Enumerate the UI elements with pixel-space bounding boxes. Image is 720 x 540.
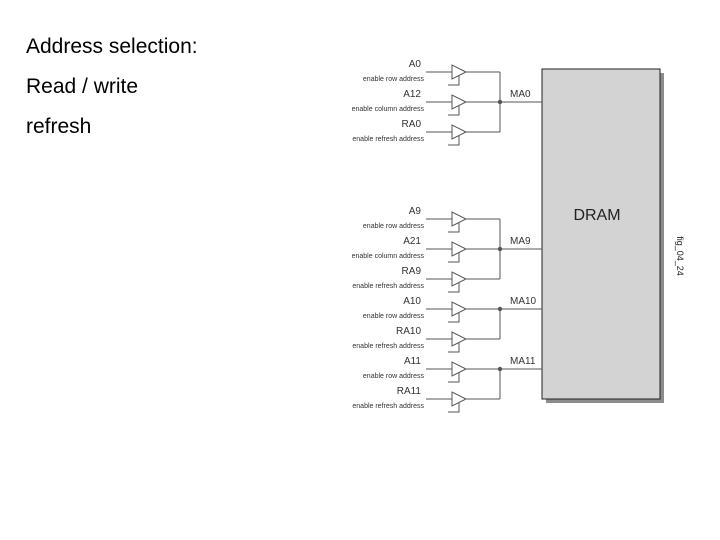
mux-input-a0: A0 enable row address [363,59,500,86]
tristate-buffer-icon [451,271,468,287]
enable-label: enable refresh address [352,283,424,290]
mux-input-ra9: RA9 enable refresh address [352,266,500,293]
signal-label: RA0 [402,119,422,130]
junction-dot [497,306,503,312]
tristate-buffer-icon [451,241,468,257]
mux-input-a11: A11 enable row address [363,356,500,383]
signal-label: RA11 [397,386,422,397]
output-label-ma11: MA11 [510,356,536,367]
mux-input-a10: A10 enable row address [363,296,500,323]
enable-wire [448,313,460,323]
mux-input-ra0: RA0 enable refresh address [352,119,500,146]
mux-input-a12: A12 enable column address [352,89,500,116]
enable-wire [448,106,460,116]
bullet-address-selection: Address selection: [26,35,198,58]
bullet-list: Address selection: Read / write refresh [26,34,198,154]
enable-label: enable refresh address [352,136,424,143]
signal-label: A0 [409,59,422,70]
tristate-buffer-icon [451,301,468,317]
tristate-buffer-icon [451,361,468,377]
enable-label: enable refresh address [352,403,424,410]
mux-input-ra10: RA10 enable refresh address [352,326,500,353]
enable-wire [448,373,460,383]
junction-dot [497,99,503,105]
signal-label: RA9 [402,266,422,277]
enable-wire [448,283,460,293]
enable-wire [448,253,460,263]
enable-wire [448,343,460,353]
dram-chip-body [541,68,661,400]
tristate-buffer-icon [451,64,468,80]
signal-label: A12 [403,89,421,100]
dram-label: DRAM [573,207,620,224]
bullet-refresh: refresh [26,115,92,138]
tristate-buffer-icon [451,124,468,140]
enable-wire [448,403,460,413]
enable-label: enable row address [363,76,425,83]
tristate-buffer-icon [451,211,468,227]
tristate-buffer-icon [451,391,468,407]
signal-label: A10 [403,296,421,307]
output-label-ma9: MA9 [510,236,531,247]
signal-label: A9 [409,206,422,217]
mux-input-ra11: RA11 enable refresh address [352,386,500,413]
signal-label: A11 [404,356,421,367]
signal-label: RA10 [396,326,421,337]
enable-label: enable column address [352,253,425,260]
junction-dot [497,366,503,372]
bullet-read-write: Read / write [26,75,139,98]
enable-wire [448,76,460,86]
dram-chip: DRAM fig_04_24 [541,68,685,403]
signal-label: A21 [403,236,421,247]
enable-wire [448,223,460,233]
output-label-ma0: MA0 [510,89,531,100]
output-label-ma10: MA10 [510,296,537,307]
tristate-buffer-icon [451,94,468,110]
junction-dot [497,246,503,252]
enable-label: enable refresh address [352,343,424,350]
enable-wire [448,136,460,146]
enable-label: enable row address [363,223,425,230]
enable-label: enable column address [352,106,425,113]
mux-input-a21: A21 enable column address [352,236,500,263]
mux-input-a9: A9 enable row address [363,206,500,233]
enable-label: enable row address [363,313,425,320]
enable-label: enable row address [363,373,425,380]
tristate-buffer-icon [451,331,468,347]
figure-id-label: fig_04_24 [675,236,685,276]
